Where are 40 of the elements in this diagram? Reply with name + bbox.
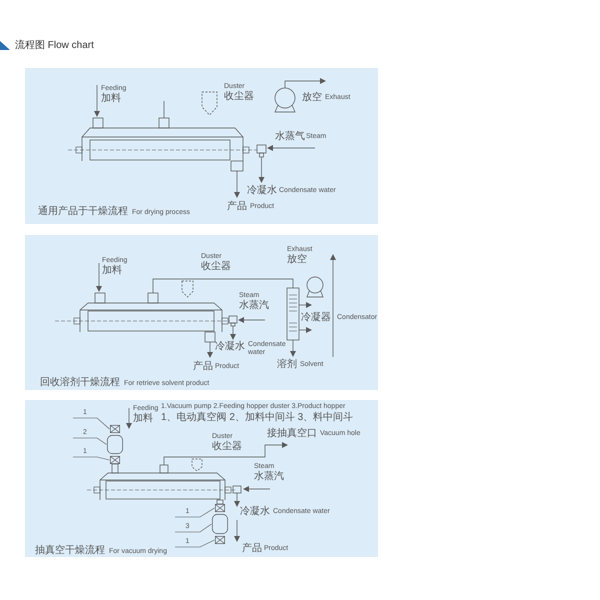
valve-symbol [110,425,120,433]
annotation-label: 水蒸气 [275,131,305,142]
diagram-panel [25,68,378,224]
leader-line [72,418,110,430]
annotation-label: 产品 [193,361,213,372]
annotation-label: 收尘器 [212,441,242,452]
annotation-label: 产品 [227,201,247,212]
annotation-label: 放空 [302,92,322,104]
leader-line [174,540,215,548]
annotation-label: 放空 [287,254,307,266]
annotation-label: 收尘器 [201,261,231,272]
leader-line [174,508,215,518]
valve-symbol [110,456,120,464]
panel-caption: 回收溶剂干燥流程 [40,376,120,390]
annotation-label: 加料 [102,265,122,276]
annotation-label: 冷凝水 [215,341,245,352]
annotation-label: 收尘器 [224,91,254,102]
annotation-label: 产品 [242,543,262,554]
diagram-panel [25,235,378,390]
valve-symbol [215,504,225,512]
annotation-label: 冷凝器 [301,312,331,324]
leader-line [72,456,110,460]
annotation-label: 水蒸汽 [254,471,284,482]
annotation-label: 1、电动真空阀 2、加料中间斗 3、料中间斗 [161,412,354,424]
annotation-label: 冷凝水 [240,506,270,518]
panel-caption: 抽真空干燥流程 [35,544,105,558]
hopper-symbol [212,514,228,534]
title-text: 流程图 Flow chart [15,38,94,53]
annotation-label: 水蒸汽 [239,300,269,312]
hopper-symbol [107,435,123,454]
diagram-panel [25,400,378,557]
annotation-label: 溶剂 [277,359,297,370]
valve-symbol [215,536,225,544]
annotation-label: 加料 [101,93,121,104]
leader-line [72,438,107,445]
panel-caption: 通用产品于干燥流程 [38,204,128,219]
annotation-label: 加料 [133,413,153,424]
leader-line [174,524,212,532]
annotation-label: 冷凝水 [247,185,277,196]
annotation-label: 接抽真空口 [267,428,317,440]
